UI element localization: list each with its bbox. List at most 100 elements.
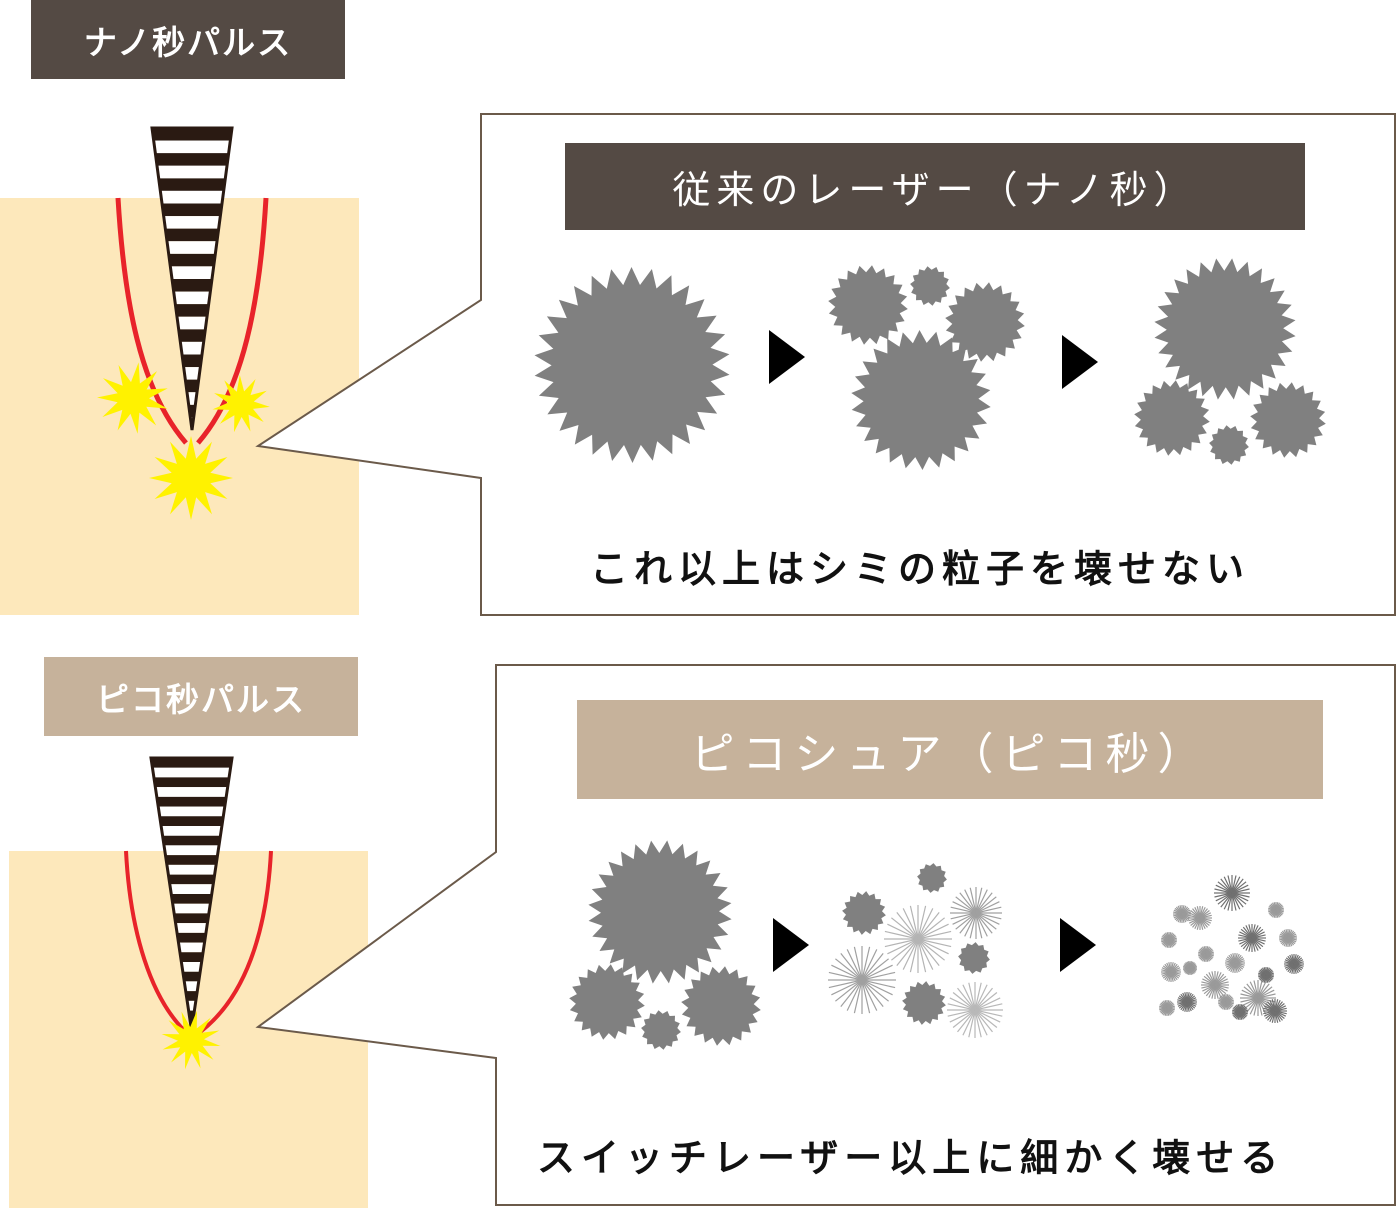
particle-ray bbox=[846, 949, 863, 981]
particle-ray bbox=[974, 1009, 982, 1038]
beam-stripe bbox=[153, 777, 230, 788]
particle-icon bbox=[1154, 258, 1296, 400]
particle-ray bbox=[1246, 997, 1259, 1013]
particle-icon bbox=[1258, 967, 1274, 983]
beam-stripe bbox=[155, 153, 229, 166]
particle-ray bbox=[974, 1009, 993, 1033]
particle-ray bbox=[1170, 969, 1181, 973]
beam-stripe bbox=[157, 165, 227, 179]
beam-stripe bbox=[185, 379, 199, 393]
pico-caption: スイッチレーザー以上に細かく壊せる bbox=[537, 1136, 1285, 1180]
particle-ray bbox=[975, 912, 988, 937]
particle-ray bbox=[1257, 986, 1273, 999]
particle-icon bbox=[842, 891, 886, 935]
particle-ray bbox=[975, 912, 993, 934]
beam-stripe bbox=[155, 787, 228, 797]
particle-ray bbox=[884, 938, 919, 948]
particle-icon bbox=[1159, 1000, 1175, 1016]
particle-ray bbox=[947, 1003, 976, 1011]
particle-ray bbox=[1246, 983, 1259, 999]
beam-stripe bbox=[175, 923, 208, 933]
nano-pulse-label: ナノ秒パルス bbox=[31, 0, 345, 79]
particle-icon bbox=[1250, 382, 1326, 458]
beam-stripe bbox=[166, 864, 217, 875]
particle-ray bbox=[959, 912, 977, 934]
beam-outline bbox=[149, 756, 234, 1031]
beam-stripe bbox=[152, 767, 231, 778]
particle-icon bbox=[569, 964, 645, 1040]
particle-ray bbox=[909, 905, 919, 940]
beam-stripe bbox=[152, 128, 232, 141]
particle-icon bbox=[1198, 946, 1214, 962]
particle-ray bbox=[861, 979, 896, 989]
beam-stripe bbox=[174, 913, 209, 924]
particle-ray bbox=[861, 953, 884, 981]
particle-ray bbox=[1253, 997, 1259, 1016]
particle-ray bbox=[1166, 1005, 1175, 1009]
particle-ray bbox=[861, 979, 878, 1011]
particle-ray bbox=[952, 912, 977, 925]
particle-ray bbox=[896, 912, 919, 940]
pico-callout-frame bbox=[255, 664, 1396, 1206]
particle-ray bbox=[853, 979, 863, 1014]
particle-ray bbox=[1231, 888, 1250, 894]
beam-stripe bbox=[164, 845, 219, 856]
beam-stripe bbox=[183, 367, 201, 380]
particle-icon bbox=[950, 887, 1002, 939]
particle-ray bbox=[1240, 993, 1259, 999]
spark-icon bbox=[149, 436, 233, 520]
particle-icon bbox=[534, 267, 730, 463]
particle-ray bbox=[964, 912, 977, 937]
pico-pulse-label: ピコ秒パルス bbox=[44, 657, 358, 736]
beam-stripe bbox=[169, 884, 214, 894]
particle-ray bbox=[1231, 892, 1249, 902]
particle-ray bbox=[974, 987, 993, 1011]
beam-stripe bbox=[182, 354, 202, 368]
particle-ray bbox=[964, 889, 977, 914]
spark-icon bbox=[212, 375, 270, 433]
particle-ray bbox=[1223, 892, 1233, 910]
particle-ray bbox=[952, 992, 976, 1011]
nano-title-text: 従来のレーザー（ナノ秒） bbox=[672, 168, 1198, 212]
particle-ray bbox=[887, 938, 919, 955]
pico-heat-curve-left bbox=[124, 850, 191, 1037]
particle-icon bbox=[884, 905, 952, 973]
particle-ray bbox=[1287, 935, 1297, 939]
beam-stripe bbox=[172, 279, 212, 292]
particle-ray bbox=[909, 938, 919, 973]
particle-ray bbox=[846, 979, 863, 1011]
arrow-right-icon bbox=[1062, 335, 1098, 389]
arrow-right-icon bbox=[773, 918, 809, 972]
particle-ray bbox=[975, 912, 1000, 925]
beam-stripe bbox=[172, 903, 211, 914]
beam-stripe bbox=[178, 329, 206, 342]
beam-stripe bbox=[177, 316, 207, 330]
nano-caption: これ以上はシミの粒子を壊せない bbox=[590, 547, 1251, 591]
pico-pulse-label-text: ピコ秒パルス bbox=[96, 679, 306, 719]
particle-ray bbox=[831, 979, 863, 996]
particle-ray bbox=[1231, 892, 1247, 905]
beam-stripe bbox=[167, 241, 217, 254]
spark-icons bbox=[97, 362, 270, 1070]
particle-ray bbox=[1181, 911, 1191, 915]
nano-title: 従来のレーザー（ナノ秒） bbox=[565, 143, 1305, 230]
particle-icon bbox=[945, 282, 1025, 362]
particle-icon bbox=[1201, 971, 1229, 999]
particle-ray bbox=[917, 938, 952, 948]
particle-ray bbox=[1231, 892, 1244, 908]
particle-ray bbox=[1257, 980, 1263, 999]
particle-ray bbox=[975, 912, 1002, 920]
particle-ray bbox=[968, 1009, 976, 1038]
particle-ray bbox=[1227, 892, 1233, 911]
particle-ray bbox=[902, 938, 919, 970]
particle-ray bbox=[840, 953, 863, 981]
beam-stripe bbox=[151, 758, 232, 768]
particle-icon bbox=[851, 330, 991, 470]
pico-title-bar bbox=[577, 700, 1323, 799]
particle-icon bbox=[958, 942, 990, 974]
particle-ray bbox=[861, 958, 889, 981]
particle-icon bbox=[1209, 425, 1249, 465]
pico-title: ピコシュア（ピコ秒） bbox=[577, 700, 1323, 799]
particle-ray bbox=[949, 997, 976, 1011]
